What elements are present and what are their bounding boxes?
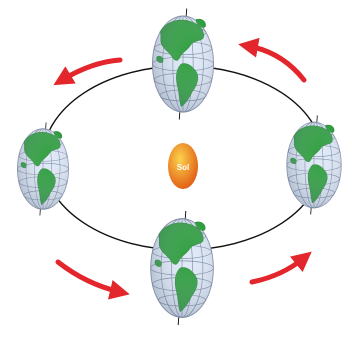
sun-label: Sol bbox=[177, 163, 189, 172]
globe-left-icon bbox=[16, 121, 70, 217]
arrow-bottom-left-icon bbox=[55, 259, 130, 300]
arrow-top-right-icon bbox=[238, 37, 307, 83]
globe-top-icon bbox=[151, 7, 215, 121]
globe-right-icon bbox=[286, 114, 342, 216]
sun-icon bbox=[168, 143, 198, 189]
sun: Sol bbox=[168, 143, 198, 189]
arrow-top-left-icon bbox=[53, 57, 123, 86]
globe-bottom-icon bbox=[150, 210, 214, 326]
arrow-bottom-right-icon bbox=[249, 251, 312, 285]
